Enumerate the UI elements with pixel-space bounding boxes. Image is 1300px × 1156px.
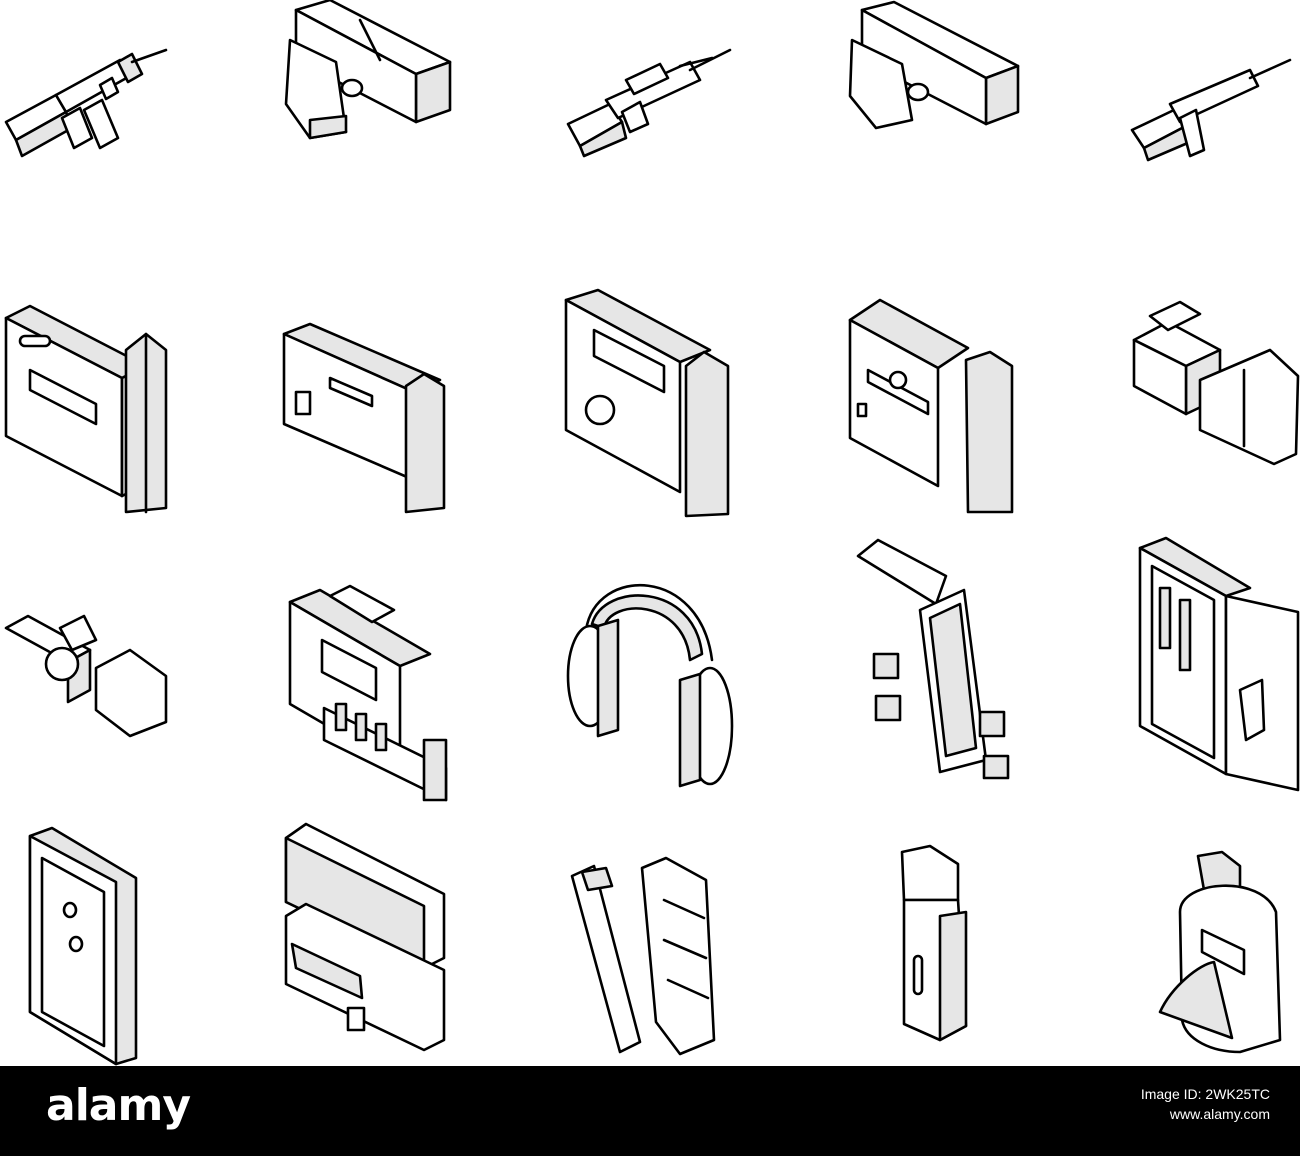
scope-icon bbox=[4, 614, 168, 738]
site-url: www.alamy.com bbox=[1169, 1106, 1270, 1122]
knife-sheath-icon bbox=[900, 844, 968, 1042]
assault-rifle-icon bbox=[4, 48, 168, 158]
ammo-box-bullet-icon bbox=[564, 288, 730, 518]
image-id-label: Image ID: 2WK25TC bbox=[1140, 1086, 1270, 1102]
magazines-icon bbox=[570, 856, 716, 1056]
shooting-target-icon bbox=[28, 826, 138, 1066]
gun-oil-bottle-icon bbox=[1158, 850, 1282, 1054]
scope-icon bbox=[1132, 300, 1300, 466]
sniper-rifle-icon bbox=[566, 48, 732, 158]
ammo-box-bullet-icon bbox=[282, 322, 446, 514]
pistol-icon bbox=[284, 0, 452, 140]
footer-bar: alamy Image ID: 2WK25TC www.alamy.com bbox=[0, 1066, 1300, 1156]
ear-protection-headphones-icon bbox=[566, 583, 734, 788]
ammo-box-bullet-icon bbox=[4, 304, 168, 514]
image-info: Image ID: 2WK25TC www.alamy.com bbox=[1141, 1084, 1270, 1124]
pistol-icon bbox=[848, 0, 1020, 130]
holster-icon bbox=[856, 538, 1010, 780]
icon-grid bbox=[4, 0, 1300, 1066]
ammo-box-magazine-icon bbox=[848, 298, 1014, 514]
ammo-case-icon bbox=[288, 584, 448, 802]
rifle-case-icon bbox=[284, 822, 446, 1052]
shotgun-icon bbox=[1130, 58, 1292, 162]
alamy-logo: alamy bbox=[46, 1080, 191, 1131]
gun-safe-icon bbox=[1138, 536, 1300, 792]
